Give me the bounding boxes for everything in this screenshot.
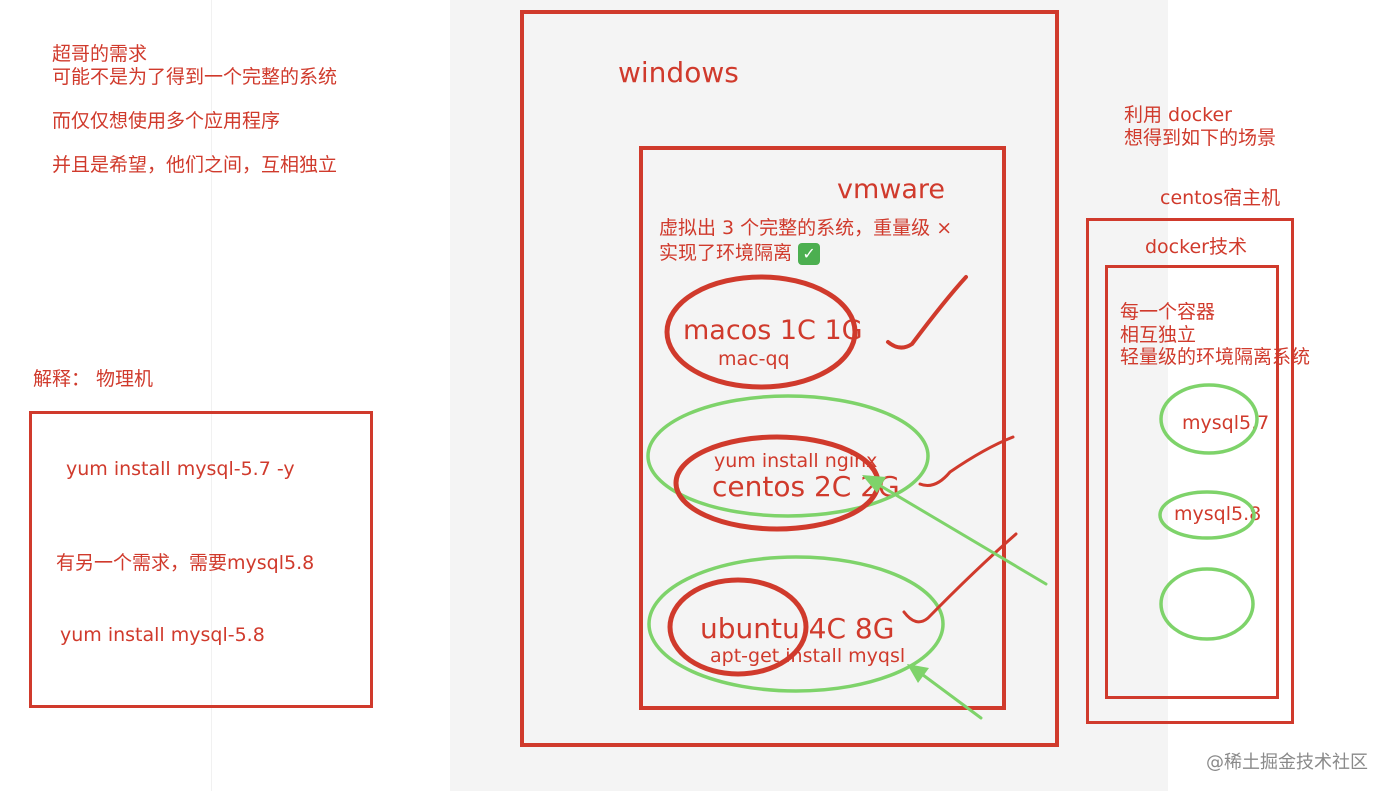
need-line-3: 并且是希望，他们之间，互相独立 [52,154,338,176]
physical-cmd-2: yum install mysql-5.8 [60,624,265,646]
container-2-label: mysql5.8 [1174,503,1262,525]
container-1-label: mysql5.7 [1182,412,1270,434]
vm3-title: ubuntu 4C 8G [700,612,895,645]
centos-host-box [1086,218,1294,724]
host-label: centos宿主机 [1160,187,1281,209]
docker-intro-line-2: 想得到如下的场景 [1124,127,1277,149]
docker-desc-line-1: 每一个容器 [1120,301,1216,323]
vm2-title: centos 2C 2G [712,470,900,503]
docker-intro-line-1: 利用 docker [1124,104,1232,126]
docker-box [1105,265,1279,699]
docker-desc-line-3: 轻量级的环境隔离系统 [1120,346,1311,368]
vm1-title: macos 1C 1G [683,315,863,346]
physical-machine-box [29,411,373,708]
watermark: @稀土掘金技术社区 [1206,752,1368,773]
need-line-1: 可能不是为了得到一个完整的系统 [52,66,338,88]
vm3-subtitle: apt-get install myqsl [710,645,906,667]
docker-tech-label: docker技术 [1145,236,1247,258]
need-title: 超哥的需求 [52,43,148,65]
vm-desc-line-1: 虚拟出 3 个完整的系统，重量级 × [659,217,953,239]
vm-desc-text: 实现了环境隔离 [659,242,793,264]
check-mark-icon: ✓ [798,242,821,265]
docker-desc-line-2: 相互独立 [1120,324,1197,346]
physical-note: 有另一个需求，需要mysql5.8 [56,552,315,574]
vmware-box [639,146,1006,710]
vm1-subtitle: mac-qq [718,348,790,370]
physical-cmd-1: yum install mysql-5.7 -y [66,458,295,480]
divider-line [211,0,212,791]
vm-desc-line-2: 实现了环境隔离 ✓ [659,242,821,265]
windows-box [520,10,1059,747]
need-line-2: 而仅仅想使用多个应用程序 [52,110,281,132]
vmware-label: vmware [837,174,946,205]
windows-label: windows [618,56,739,89]
physical-caption: 解释： 物理机 [33,368,154,390]
